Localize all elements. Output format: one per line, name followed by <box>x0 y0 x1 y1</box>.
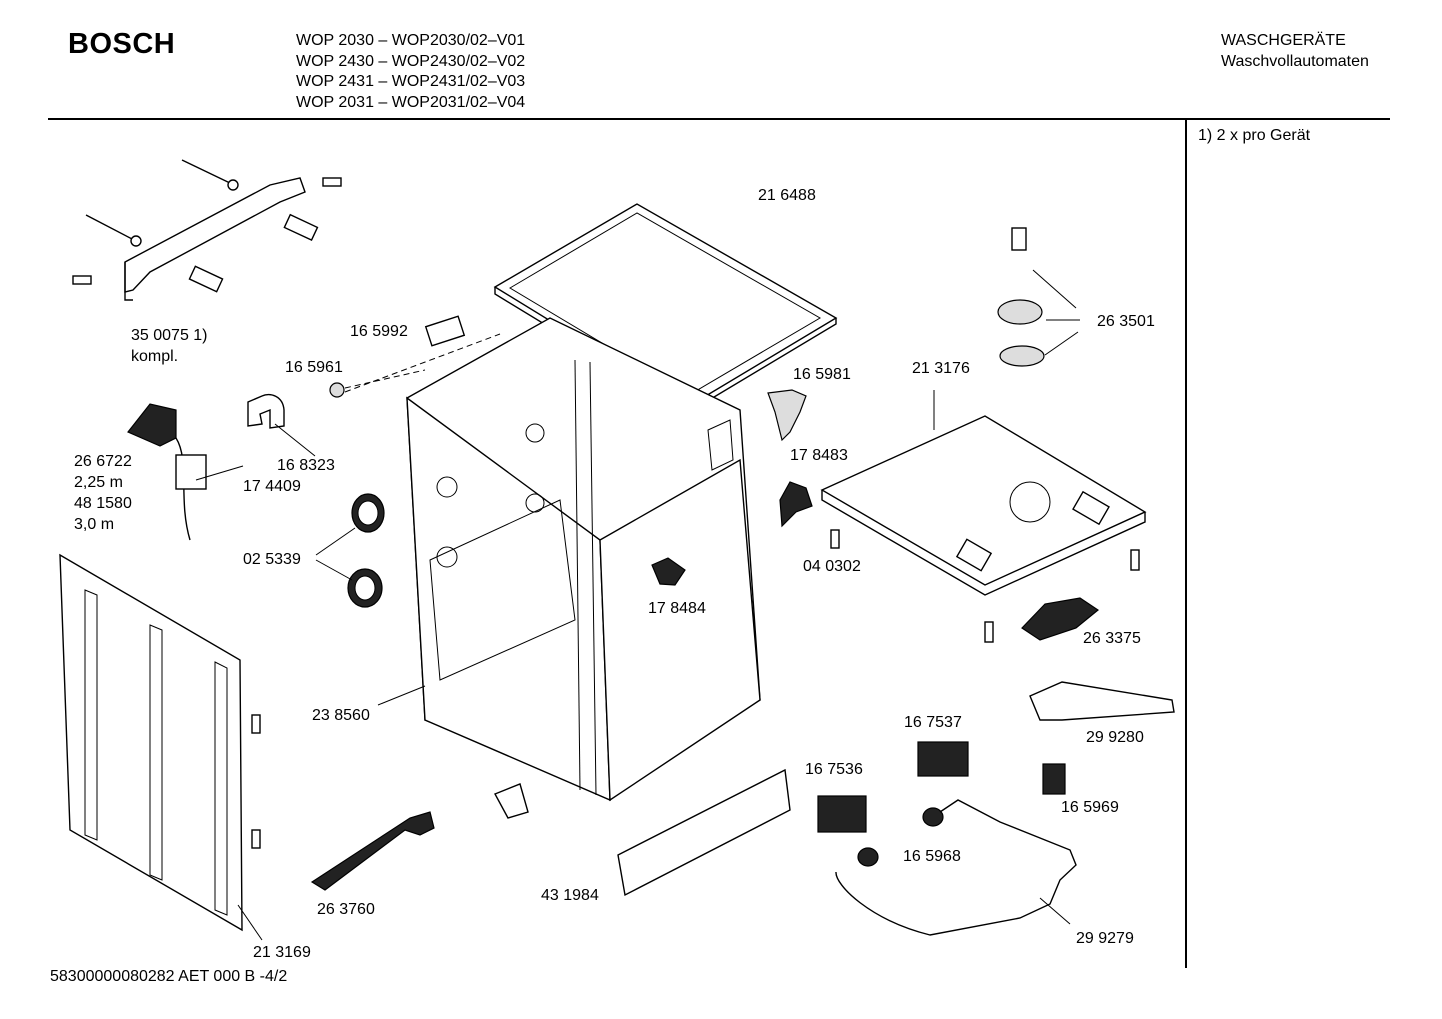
category-block: WASCHGERÄTE Waschvollautomaten <box>1221 31 1369 72</box>
screw-040302 <box>830 529 840 549</box>
part-label: 04 0302 <box>803 558 861 575</box>
part-label: 21 3176 <box>912 360 970 377</box>
part-label: 21 3169 <box>253 944 311 961</box>
motor-mount <box>997 299 1043 325</box>
model-line: WOP 2030 – WOP2030/02–V01 <box>296 32 526 49</box>
screw-right <box>1130 549 1140 571</box>
hinge-clip-178484 <box>651 557 686 586</box>
part-label: 26 3375 <box>1083 630 1141 647</box>
brand-logo: BOSCH <box>68 28 176 60</box>
mounting-bracket-kit <box>72 159 342 301</box>
footnote: 1) 2 x pro Gerät <box>1198 127 1311 144</box>
part-label: 3,0 m <box>74 516 115 533</box>
part-label: 26 3501 <box>1097 313 1155 330</box>
category-title: WASCHGERÄTE <box>1221 32 1346 49</box>
part-label: 26 3760 <box>317 901 375 918</box>
switch-167536 <box>817 795 867 833</box>
category-subtitle: Waschvollautomaten <box>1221 52 1369 70</box>
stopper <box>329 382 345 398</box>
part-label: 21 6488 <box>758 187 816 204</box>
part-label: 16 7537 <box>904 714 962 731</box>
model-line: WOP 2431 – WOP2431/02–V03 <box>296 73 526 90</box>
clip <box>247 393 285 429</box>
foot-bracket <box>1021 597 1100 641</box>
part-label: 26 6722 <box>74 453 132 470</box>
part-label: 48 1580 <box>74 495 132 512</box>
heater-element <box>835 799 1077 936</box>
sensor-165969 <box>1042 763 1066 795</box>
shock-absorber <box>1029 681 1175 721</box>
latch <box>767 389 807 442</box>
base-frame <box>820 415 1147 596</box>
back-panel <box>59 553 261 932</box>
part-label: 16 5992 <box>350 323 408 340</box>
model-line: WOP 2031 – WOP2031/02–V04 <box>296 93 526 111</box>
part-label: 16 5969 <box>1061 799 1119 816</box>
part-label: 16 5981 <box>793 366 851 383</box>
switch-167537 <box>917 741 969 777</box>
spanner <box>310 811 435 891</box>
cover-cap <box>424 315 466 347</box>
drawer-fascia <box>617 768 791 897</box>
model-line: WOP 2430 – WOP2430/02–V02 <box>296 52 526 70</box>
part-label: 17 4409 <box>243 478 301 495</box>
small-bracket <box>494 783 529 819</box>
part-label: 35 0075 1) <box>131 327 208 344</box>
motor-pin <box>1011 227 1027 251</box>
motor-washer <box>999 345 1045 367</box>
part-label: 16 7536 <box>805 761 863 778</box>
part-label: 43 1984 <box>541 887 599 904</box>
part-label: 02 5339 <box>243 551 301 568</box>
cap-upper <box>922 807 944 827</box>
part-label: 16 8323 <box>277 457 335 474</box>
part-label: 29 9279 <box>1076 930 1134 947</box>
part-label: 29 9280 <box>1086 729 1144 746</box>
model-list: WOP 2030 – WOP2030/02–V01 WOP 2430 – WOP… <box>296 31 525 113</box>
screw-lower <box>984 621 994 643</box>
cap-lower <box>857 847 879 867</box>
cabinet-body <box>406 317 761 802</box>
power-cord <box>127 403 207 541</box>
part-label: 23 8560 <box>312 707 370 724</box>
part-label: kompl. <box>131 348 179 365</box>
part-label: 17 8484 <box>648 600 706 617</box>
part-label: 16 5961 <box>285 359 343 376</box>
part-label: 16 5968 <box>903 848 961 865</box>
part-label: 17 8483 <box>790 447 848 464</box>
document-code: 58300000080282 AET 000 B -4/2 <box>50 968 288 985</box>
hinge-clip-178483 <box>779 481 813 528</box>
part-label: 2,25 m <box>74 474 123 491</box>
